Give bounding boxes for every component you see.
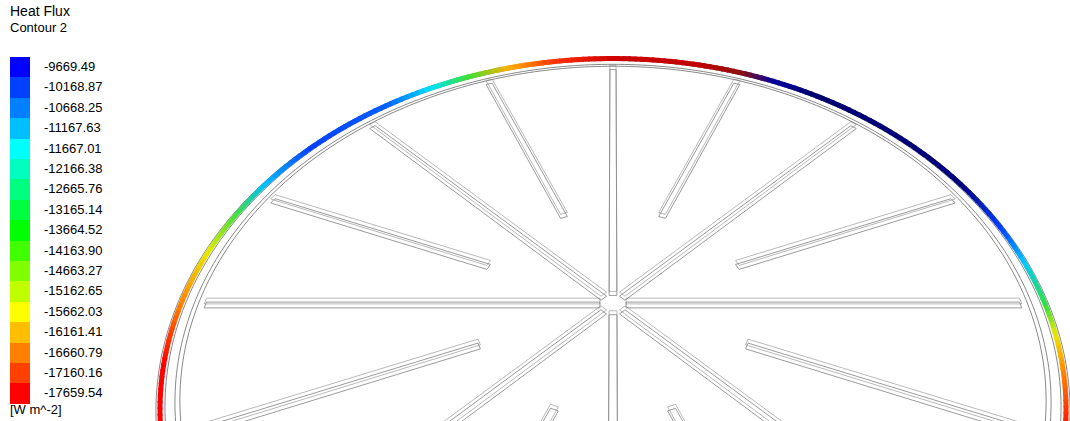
legend-value: -16660.79 — [44, 343, 103, 363]
spoke-top — [659, 79, 740, 214]
legend-swatch — [10, 322, 30, 342]
spoke-top — [271, 195, 491, 266]
spoke-top — [398, 404, 558, 421]
legend-value: -16161.41 — [44, 322, 103, 342]
spoke — [398, 408, 558, 421]
rim-line — [180, 66, 1046, 421]
rim-outlines — [156, 57, 1070, 421]
spokes — [191, 66, 1036, 421]
spoke — [746, 343, 1036, 421]
spoke-top — [626, 298, 1022, 304]
rim-line — [156, 57, 1070, 421]
spoke-top — [668, 404, 828, 421]
legend-swatch — [10, 159, 30, 179]
legend-swatch — [10, 343, 30, 363]
spoke-top — [251, 306, 607, 421]
legend-value: -11167.63 — [44, 118, 101, 138]
spoke — [620, 310, 976, 421]
spoke-top — [608, 311, 619, 421]
legend-swatch — [10, 98, 30, 118]
spoke — [251, 310, 607, 421]
legend-value: -13165.14 — [44, 200, 103, 220]
spoke-top — [736, 195, 956, 266]
spoke-top — [609, 66, 617, 292]
legend-value: -11667.01 — [44, 139, 102, 159]
legend-value: -9669.49 — [44, 57, 95, 77]
spoke — [486, 83, 567, 218]
spoke-top — [619, 122, 856, 297]
legend-swatch — [10, 363, 30, 383]
spoke-top — [191, 339, 481, 421]
legend-value: -14663.27 — [44, 261, 103, 281]
spoke — [204, 302, 600, 308]
legend-swatch — [10, 220, 30, 240]
legend-value: -12166.38 — [44, 159, 103, 179]
legend-value: -13664.52 — [44, 220, 103, 240]
spoke-top — [486, 79, 567, 214]
spoke-top — [370, 122, 607, 297]
legend-value: -15662.03 — [44, 302, 103, 322]
spoke — [626, 302, 1022, 308]
legend-value: -15162.65 — [44, 281, 103, 301]
legend-swatch — [10, 118, 30, 138]
legend-swatch — [10, 57, 30, 77]
spoke — [191, 343, 481, 421]
rim-line — [165, 60, 1061, 421]
spoke-top — [204, 298, 600, 304]
legend-value: -12665.76 — [44, 179, 103, 199]
legend-value: -14163.90 — [44, 241, 103, 261]
legend-swatch — [10, 281, 30, 301]
legend-title: Heat Flux — [10, 3, 70, 19]
spoke — [659, 83, 740, 218]
legend-swatch — [10, 200, 30, 220]
legend-swatch — [10, 241, 30, 261]
contour-name: Contour 2 — [10, 20, 67, 35]
spoke — [668, 408, 828, 421]
legend-swatch — [10, 179, 30, 199]
legend-value: -10168.87 — [44, 77, 103, 97]
rim-segment — [158, 420, 163, 421]
legend-swatch — [10, 302, 30, 322]
rim-line — [175, 64, 1051, 421]
heat-flux-rim — [160, 59, 1066, 421]
legend-swatch — [10, 383, 30, 403]
legend-swatch — [10, 139, 30, 159]
spoke-top — [620, 306, 976, 421]
legend-value: -17659.54 — [44, 383, 103, 403]
rim-segment — [157, 414, 162, 421]
legend-swatch — [10, 261, 30, 281]
legend-swatch — [10, 77, 30, 97]
legend-value: -17160.16 — [44, 363, 103, 383]
unit-label: [W m^-2] — [10, 402, 62, 417]
spoke — [609, 70, 617, 296]
legend-value: -10668.25 — [44, 98, 103, 118]
spoke-top — [746, 339, 1036, 421]
